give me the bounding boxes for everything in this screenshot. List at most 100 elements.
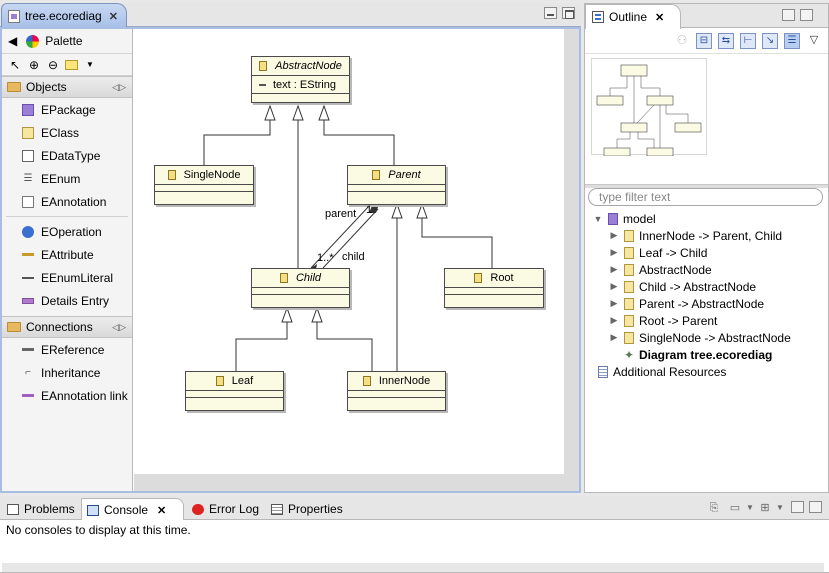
properties-icon [271, 503, 283, 515]
objects-drawer-header[interactable]: Objects ◁▷ [2, 76, 132, 98]
palette-item-eoperation[interactable]: EOperation [2, 220, 132, 243]
tree-item-class[interactable]: ▶ InnerNode -> Parent, Child [585, 227, 828, 244]
tree-item-model[interactable]: ▼ model [585, 210, 828, 227]
class-parent[interactable]: Parent [347, 165, 446, 205]
connections-drawer-header[interactable]: Connections ◁▷ [2, 316, 132, 338]
attribute-row[interactable]: text : EString [252, 76, 349, 94]
hierarchy-icon[interactable]: ⊢ [740, 32, 756, 49]
tab-properties[interactable]: Properties [266, 498, 348, 520]
palette-item-edatatype[interactable]: EDataType [2, 144, 132, 167]
palette-item-eannotation[interactable]: EAnnotation [2, 190, 132, 213]
outline-tree: ▼ model ▶ InnerNode -> Parent, Child ▶Lea… [585, 210, 828, 380]
tree-item-class[interactable]: ▶ SingleNode -> AbstractNode [585, 329, 828, 346]
class-innernode[interactable]: InnerNode [347, 371, 446, 411]
palette-item-eannotation-link[interactable]: EAnnotation link [2, 384, 132, 407]
diagram-canvas[interactable]: AbstractNode text : EString SingleNode P… [134, 29, 579, 491]
palette-item-ereference[interactable]: EReference [2, 338, 132, 361]
class-child[interactable]: Child [251, 268, 350, 308]
edge-innernode-child [316, 322, 373, 371]
palette-item-epackage[interactable]: EPackage [2, 98, 132, 121]
outline-icon [592, 11, 604, 23]
tree-item-label: SingleNode -> AbstractNode [639, 330, 791, 345]
maximize-icon[interactable] [800, 9, 813, 21]
view-menu-icon[interactable]: ▽ [809, 33, 819, 46]
close-icon[interactable]: ✕ [655, 11, 665, 24]
console-icon [87, 504, 99, 516]
tree-item-class[interactable]: ▶Leaf -> Child [585, 244, 828, 261]
chevron-down-icon[interactable]: ▼ [776, 503, 784, 512]
expanded-arrow-icon[interactable]: ▼ [593, 213, 603, 224]
attributes-compartment [445, 288, 543, 295]
tree-item-label: model [623, 211, 656, 226]
collapse-all-icon[interactable]: ⊟ [696, 32, 712, 49]
filter-input[interactable]: type filter text [588, 188, 823, 206]
palette-item-eenumliteral[interactable]: EEnumLiteral [2, 266, 132, 289]
class-root[interactable]: Root [444, 268, 544, 308]
link-with-editor-icon[interactable]: ⇆ [718, 32, 734, 49]
maximize-icon[interactable] [562, 7, 575, 19]
tab-console[interactable]: Console ✕ [81, 498, 184, 521]
pin-icon[interactable]: ◁▷ [112, 82, 126, 92]
collapse-palette-icon[interactable]: ◀ [8, 34, 18, 48]
chevron-down-icon[interactable]: ▼ [86, 59, 94, 69]
pin-console-icon[interactable]: ⎘ [709, 502, 719, 514]
inheritance-arrow-icon [391, 202, 403, 219]
attributes-compartment [348, 185, 445, 192]
tree-item-class[interactable]: ▶Root -> Parent [585, 312, 828, 329]
tree-item-class[interactable]: ▶AbstractNode [585, 261, 828, 278]
maximize-icon[interactable] [809, 501, 822, 513]
canvas-margin [564, 29, 579, 474]
diagram-thumbnail[interactable] [591, 58, 707, 156]
zoom-out-icon[interactable]: ⊖ [47, 57, 59, 72]
display-console-icon[interactable]: ▭ [729, 502, 741, 514]
tab-problems[interactable]: Problems [2, 498, 80, 520]
tree-item-label: InnerNode -> Parent, Child [639, 228, 783, 243]
eattribute-icon [259, 83, 266, 86]
palette-item-eclass[interactable]: EClass [2, 121, 132, 144]
collapsed-arrow-icon[interactable]: ▶ [610, 298, 618, 308]
collapsed-arrow-icon[interactable]: ▶ [610, 230, 618, 240]
class-singlenode[interactable]: SingleNode [154, 165, 254, 205]
attributes-compartment [155, 185, 253, 192]
tree-item-class[interactable]: ▶Child -> AbstractNode [585, 278, 828, 295]
tab-error-log[interactable]: Error Log [187, 498, 265, 520]
palette-item-eattribute[interactable]: EAttribute [2, 243, 132, 266]
palette-item-details-entry[interactable]: Details Entry [2, 289, 132, 312]
editor-tab-tree-ecorediag[interactable]: tree.ecorediag ✕ [1, 3, 127, 28]
pin-icon[interactable]: ◁▷ [112, 322, 126, 332]
collapsed-arrow-icon[interactable]: ▶ [610, 332, 618, 342]
bottom-pane: Problems Console ✕ Error Log Properties … [0, 496, 829, 573]
minimize-icon[interactable] [791, 501, 804, 513]
palette-header[interactable]: ◀ Palette [2, 29, 132, 54]
tree-item-class[interactable]: ▶Parent -> AbstractNode [585, 295, 828, 312]
class-abstractnode[interactable]: AbstractNode text : EString [251, 56, 350, 103]
open-console-icon[interactable]: ⊞ [760, 502, 770, 514]
minimize-icon[interactable] [544, 7, 557, 19]
edge-reference-parent [310, 204, 371, 269]
tree-item-additional-resources[interactable]: Additional Resources [585, 363, 828, 380]
chevron-down-icon[interactable]: ▼ [746, 503, 754, 512]
palette-item-inheritance[interactable]: ⌐Inheritance [2, 361, 132, 384]
tree-view-icon[interactable]: ☰ [784, 32, 800, 49]
class-leaf[interactable]: Leaf [185, 371, 284, 411]
collapsed-arrow-icon[interactable]: ▶ [610, 264, 618, 274]
outline-tab-bar: Outline ✕ [585, 4, 828, 29]
tree-item-diagram[interactable]: ✦Diagram tree.ecorediag [585, 346, 828, 363]
collapsed-arrow-icon[interactable]: ▶ [610, 281, 618, 291]
class-header: Leaf [186, 372, 283, 391]
close-icon[interactable]: ✕ [108, 10, 118, 23]
outline-splitter[interactable] [585, 184, 828, 188]
collapsed-arrow-icon[interactable]: ▶ [610, 247, 618, 257]
zoom-in-icon[interactable]: ⊕ [28, 57, 40, 72]
note-icon[interactable] [65, 59, 78, 70]
select-arrow-icon[interactable]: ↖ [9, 57, 21, 72]
palette-item-eenum[interactable]: ☰EEnum [2, 167, 132, 190]
tab-label: Error Log [209, 502, 260, 516]
expand-icon[interactable]: ↘ [762, 32, 778, 49]
close-icon[interactable]: ✕ [157, 504, 167, 517]
outline-tab[interactable]: Outline ✕ [585, 4, 681, 29]
connections-drawer-label: Connections [26, 320, 93, 334]
collapsed-arrow-icon[interactable]: ▶ [610, 315, 618, 325]
model-element-icon[interactable]: ⚇ [676, 32, 688, 47]
minimize-icon[interactable] [782, 9, 795, 21]
